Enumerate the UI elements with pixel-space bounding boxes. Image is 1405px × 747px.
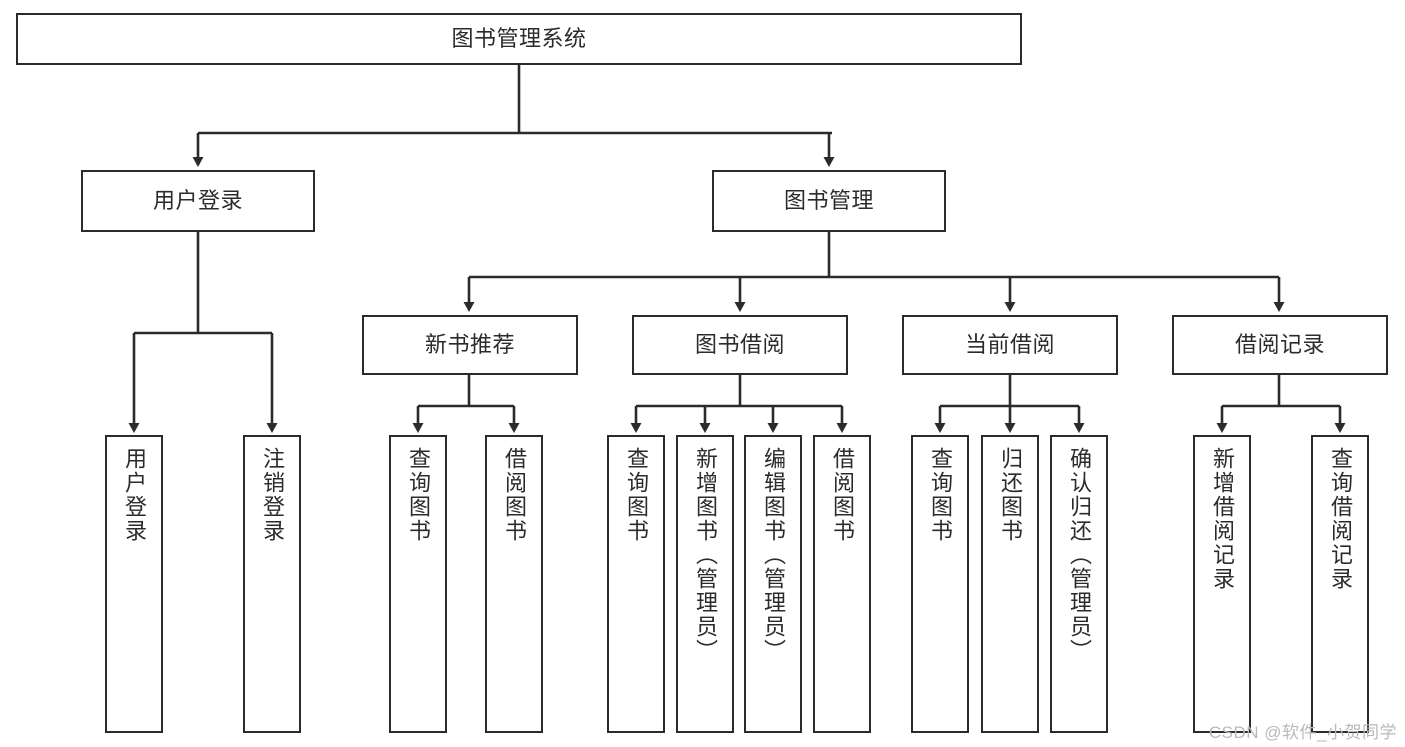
leaf-query-book-newbook[interactable]: 查询图书 [389,435,447,733]
node-new-book-recommend[interactable]: 新书推荐 [362,315,578,375]
leaf-borrow-book[interactable]: 借阅图书 [813,435,871,733]
node-label: 注销登录 [259,447,285,543]
leaf-add-borrow-record[interactable]: 新增借阅记录 [1193,435,1251,733]
leaf-borrow-book-newbook[interactable]: 借阅图书 [485,435,543,733]
node-book-management[interactable]: 图书管理 [712,170,946,232]
node-borrow-records[interactable]: 借阅记录 [1172,315,1388,375]
node-label: 用户登录 [121,447,147,543]
node-label: 查询图书 [623,447,649,543]
node-label: 当前借阅 [964,332,1055,357]
leaf-confirm-return-admin[interactable]: 确认归还（管理员） [1050,435,1108,733]
node-label: 归还图书 [997,447,1023,543]
node-user-login[interactable]: 用户登录 [81,170,315,232]
watermark-text: CSDN @软件_小贺同学 [1208,723,1397,742]
node-label: 编辑图书（管理员） [760,447,786,663]
node-label: 借阅记录 [1234,332,1325,357]
node-label: 确认归还（管理员） [1066,447,1092,663]
node-label: 新增借阅记录 [1209,447,1235,591]
node-label: 用户登录 [152,188,243,213]
node-label: 图书管理系统 [451,26,587,51]
node-root-system[interactable]: 图书管理系统 [16,13,1022,65]
node-label: 图书管理 [783,188,874,213]
node-label: 查询图书 [927,447,953,543]
node-label: 借阅图书 [501,447,527,543]
node-label: 查询借阅记录 [1327,447,1353,591]
node-book-borrow[interactable]: 图书借阅 [632,315,848,375]
leaf-query-book-borrow[interactable]: 查询图书 [607,435,665,733]
leaf-add-book-admin[interactable]: 新增图书（管理员） [676,435,734,733]
node-label: 图书借阅 [694,332,785,357]
node-current-borrow[interactable]: 当前借阅 [902,315,1118,375]
leaf-user-login[interactable]: 用户登录 [105,435,163,733]
node-label: 新书推荐 [424,332,515,357]
leaf-query-borrow-record[interactable]: 查询借阅记录 [1311,435,1369,733]
node-label: 借阅图书 [829,447,855,543]
leaf-return-book[interactable]: 归还图书 [981,435,1039,733]
leaf-edit-book-admin[interactable]: 编辑图书（管理员） [744,435,802,733]
node-label: 新增图书（管理员） [692,447,718,663]
leaf-logout[interactable]: 注销登录 [243,435,301,733]
leaf-query-book-current[interactable]: 查询图书 [911,435,969,733]
node-label: 查询图书 [405,447,431,543]
